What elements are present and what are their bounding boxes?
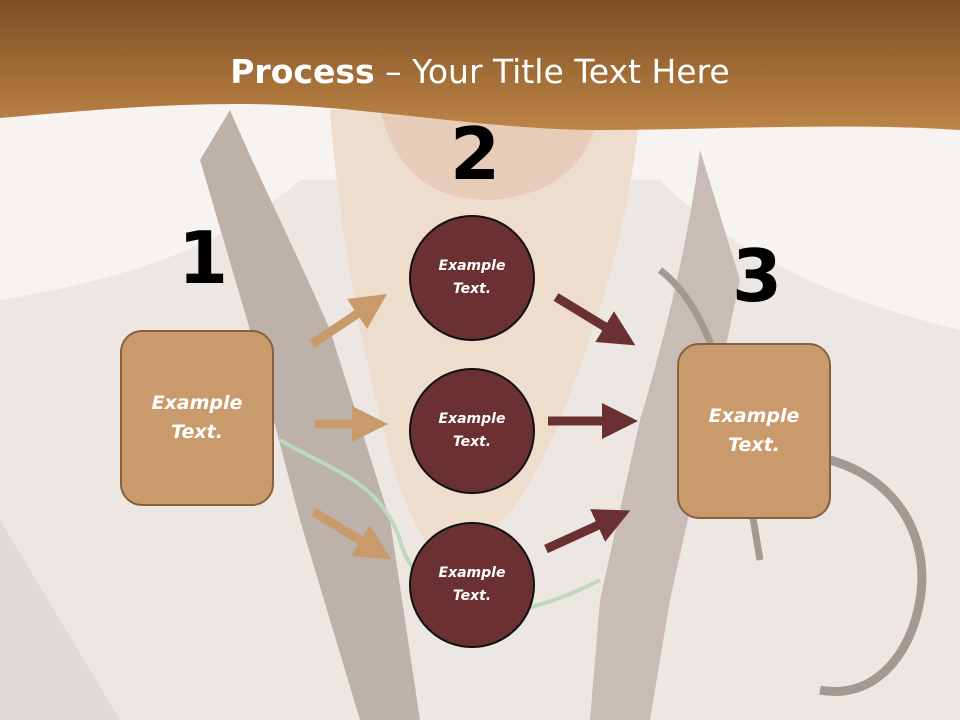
- box-label-line1: Example: [151, 392, 243, 414]
- process-circle-top[interactable]: Example Text.: [409, 215, 535, 341]
- title-rest: – Your Title Text Here: [374, 52, 730, 91]
- circle-label-line2: Text.: [452, 588, 492, 604]
- title-bold: Process: [230, 52, 375, 91]
- process-box-start[interactable]: Example Text.: [120, 330, 274, 506]
- process-box-end[interactable]: Example Text.: [677, 343, 831, 519]
- step-number-2: 2: [450, 112, 501, 196]
- box-label-line2: Text.: [728, 434, 780, 456]
- process-circle-middle[interactable]: Example Text.: [409, 368, 535, 494]
- arrow-right-icon: [544, 509, 631, 554]
- step-number-3: 3: [732, 234, 783, 318]
- box-label-line1: Example: [708, 405, 800, 427]
- page-title: Process – Your Title Text Here: [0, 52, 960, 91]
- circle-label-line1: Example: [438, 258, 506, 274]
- arrow-right-icon: [553, 293, 636, 346]
- arrow-right-icon: [311, 508, 392, 560]
- circle-label-line1: Example: [438, 565, 506, 581]
- process-circle-bottom[interactable]: Example Text.: [409, 522, 535, 648]
- arrow-right-icon: [309, 294, 387, 348]
- box-label-line2: Text.: [171, 421, 223, 443]
- step-number-1: 1: [178, 216, 229, 300]
- circle-label-line1: Example: [438, 411, 506, 427]
- circle-label-line2: Text.: [452, 434, 492, 450]
- circle-label-line2: Text.: [452, 281, 492, 297]
